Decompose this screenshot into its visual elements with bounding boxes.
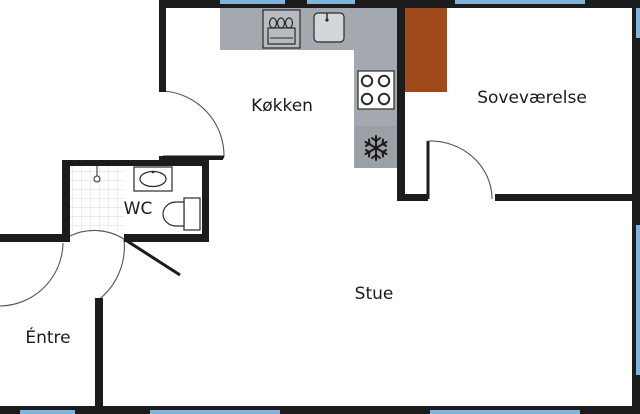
room-label-entry: Éntre — [25, 328, 71, 348]
wardrobe — [405, 8, 447, 92]
stove-icon — [357, 70, 395, 110]
dishwasher-icon — [262, 9, 301, 49]
room-label-kitchen: Køkken — [251, 96, 313, 116]
toilet-icon — [162, 197, 201, 231]
room-label-bedroom: Soveværelse — [477, 88, 587, 108]
sink-icon — [313, 12, 345, 43]
windows — [20, 0, 640, 414]
room-label-wc: WC — [123, 199, 153, 219]
snowflake-icon — [355, 126, 397, 168]
drain-icon — [93, 166, 101, 183]
washbasin-icon — [133, 166, 173, 192]
room-label-living: Stue — [354, 284, 394, 304]
wc-tile-floor — [70, 166, 124, 232]
